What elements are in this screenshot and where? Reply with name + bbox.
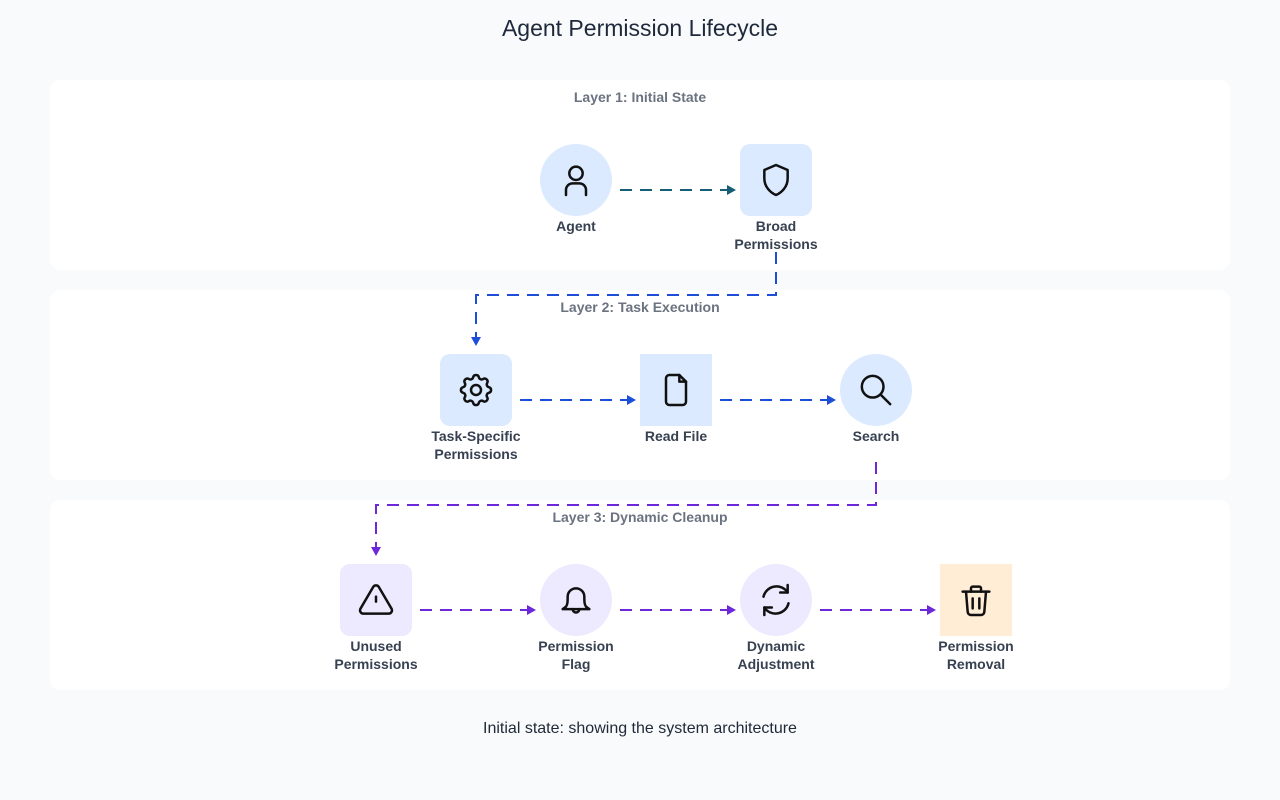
node-label-agent: Agent: [506, 217, 646, 235]
user-icon: [564, 165, 588, 197]
node-agent[interactable]: [540, 144, 612, 216]
warning-icon: [358, 584, 394, 615]
node-broad-permissions[interactable]: [740, 144, 812, 216]
node-label-line: Removal: [946, 656, 1006, 672]
node-label-line: Permission: [938, 638, 1014, 654]
node-label-line: Read File: [644, 428, 708, 444]
trash-icon: [961, 585, 991, 617]
refresh-icon: [762, 583, 790, 617]
node-task-specific-permissions[interactable]: [440, 354, 512, 426]
node-label-line: Search: [852, 428, 900, 444]
layer-1-panel: Layer 1: Initial State: [50, 80, 1230, 270]
node-label-search: Search: [806, 427, 946, 445]
node-label-line: Permissions: [734, 236, 818, 252]
node-label-line: Adjustment: [737, 656, 815, 672]
bell-icon: [561, 587, 591, 614]
node-unused-permissions[interactable]: [340, 564, 412, 636]
node-label-line: Flag: [561, 656, 591, 672]
node-label-line: Unused: [350, 638, 402, 654]
diagram-title: Agent Permission Lifecycle: [501, 15, 779, 41]
node-search[interactable]: [840, 354, 912, 426]
node-label-line: Permission: [538, 638, 614, 654]
node-label-line: Agent: [556, 218, 596, 234]
file-icon: [664, 373, 688, 407]
node-label-line: Broad: [755, 218, 797, 234]
node-label-line: Permissions: [334, 656, 418, 672]
layer-3-label: Layer 3: Dynamic Cleanup: [552, 509, 728, 525]
status-caption: Initial state: showing the system archit…: [483, 720, 797, 737]
node-label-line: Permissions: [434, 446, 518, 462]
search-icon: [860, 374, 892, 406]
node-permission-flag[interactable]: [540, 564, 612, 636]
node-permission-removal[interactable]: [940, 564, 1012, 636]
layer-2-label: Layer 2: Task Execution: [560, 299, 720, 315]
gear-icon: [459, 373, 493, 407]
node-label-line: Task-Specific: [431, 428, 521, 444]
shield-icon: [763, 163, 789, 197]
node-label-read-file: Read File: [606, 427, 746, 445]
layer-1-label: Layer 1: Initial State: [573, 89, 707, 105]
node-read-file[interactable]: [640, 354, 712, 426]
node-label-line: Dynamic: [746, 638, 806, 654]
node-dynamic-adjustment[interactable]: [740, 564, 812, 636]
